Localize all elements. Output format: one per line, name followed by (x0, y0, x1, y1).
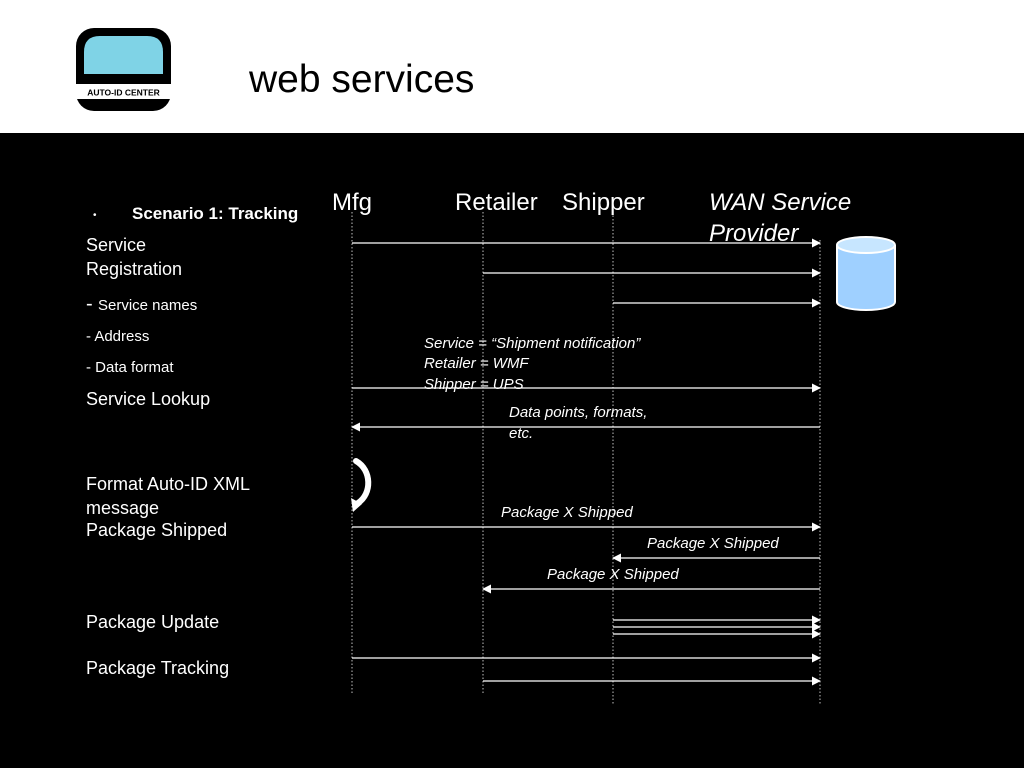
self-loop-arrow (351, 458, 372, 512)
column-wan-line2: Provider (709, 220, 799, 247)
note-retailer: Retailer = WMF (424, 355, 529, 372)
scenario-bullet: • (93, 210, 97, 221)
auto-id-center-logo: AUTO-ID CENTER (76, 28, 171, 111)
note-data-points-2: etc. (509, 425, 534, 442)
database-icon (836, 236, 896, 311)
label-service-names-dash: - (86, 293, 93, 315)
label-package-update: Package Update (86, 612, 220, 632)
label-service-registration-1: Service (86, 235, 147, 255)
column-retailer: Retailer (455, 189, 538, 216)
slide-header: AUTO-ID CENTER web services (0, 0, 1024, 133)
note-data-points-1: Data points, formats, (509, 404, 648, 421)
note-package-shipped-3: Package X Shipped (547, 566, 679, 583)
label-format-xml-2: message (86, 498, 160, 518)
label-package-tracking: Package Tracking (86, 658, 230, 678)
label-service-names: Service names (98, 297, 198, 314)
note-package-shipped-2: Package X Shipped (647, 535, 779, 552)
scenario-label: Scenario 1: Tracking (132, 204, 299, 223)
label-package-shipped: Package Shipped (86, 520, 228, 540)
label-format-xml-1: Format Auto-ID XML (86, 474, 251, 494)
slide-title: web services (249, 58, 475, 101)
label-service-lookup: Service Lookup (86, 389, 211, 409)
logo-text: AUTO-ID CENTER (87, 88, 160, 98)
label-data-format: - Data format (86, 359, 174, 376)
note-service: Service = “Shipment notification” (424, 335, 641, 352)
column-shipper: Shipper (562, 189, 645, 216)
note-package-shipped-1: Package X Shipped (501, 504, 633, 521)
label-address: - Address (86, 328, 150, 345)
column-wan-line1: WAN Service (709, 189, 852, 216)
note-shipper: Shipper = UPS (424, 376, 524, 393)
column-mfg: Mfg (332, 189, 373, 216)
label-service-registration-2: Registration (86, 259, 183, 279)
